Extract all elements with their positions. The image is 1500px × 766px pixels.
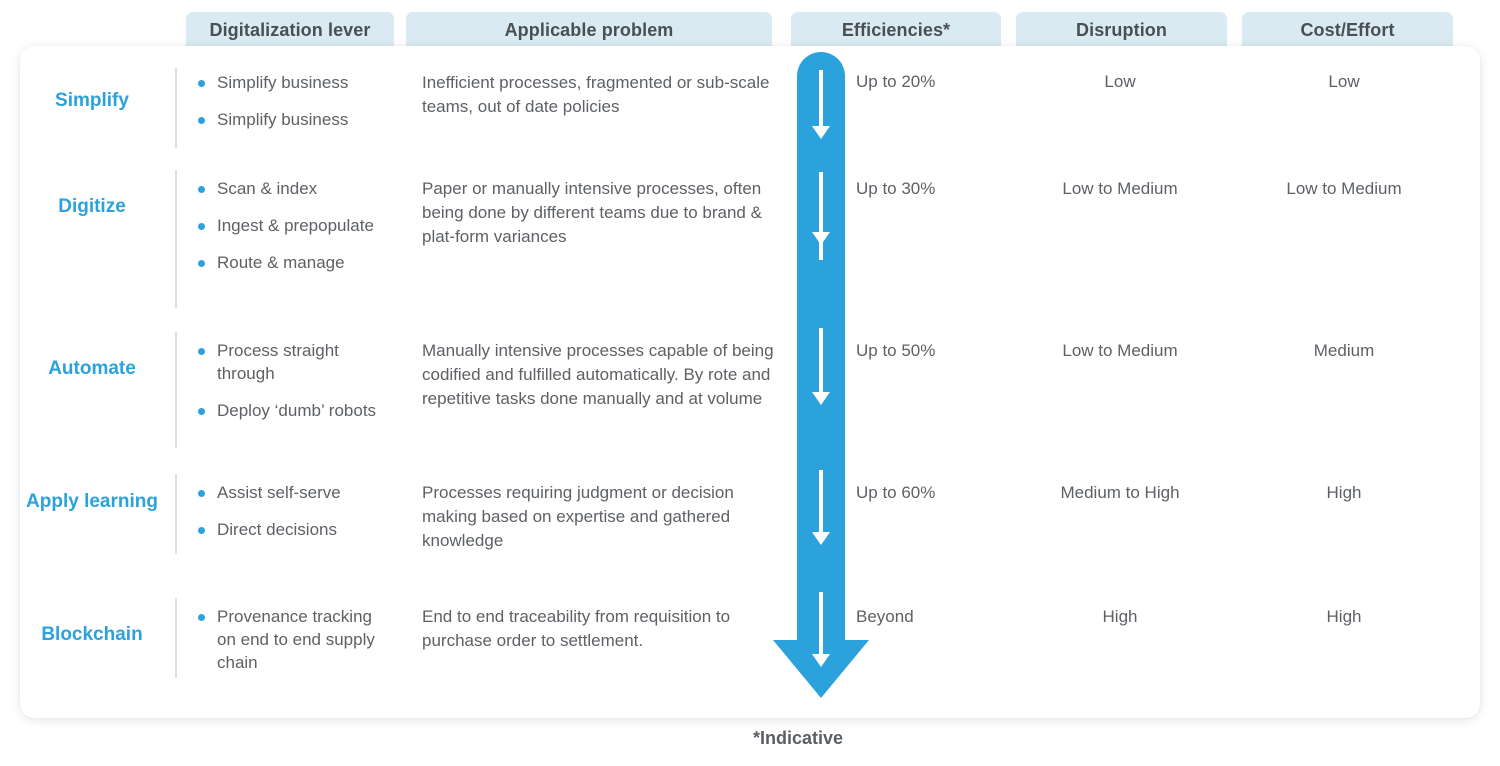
bullet-text: Deploy ‘dumb’ robots [217,401,377,420]
row-divider [175,474,177,554]
row-problem-text: Inefficient processes, fragmented or sub… [422,73,770,116]
row-cost-value: Low to Medium [1286,179,1402,198]
column-header-cost-effort: Cost/Effort [1242,12,1453,48]
bullet-dot-icon [198,614,205,621]
row-cost-value: High [1326,607,1362,626]
row-cost-value: Medium [1313,341,1375,360]
row-bullet-list: Process straight through Deploy ‘dumb’ r… [193,339,393,422]
bullet-text: Process straight through [217,341,339,383]
column-header-applicable-problem: Applicable problem [406,12,772,48]
row-lever-label: Simplify [55,90,129,111]
column-header-efficiencies: Efficiencies* [791,12,1001,48]
row-lever-label: Digitize [58,196,126,217]
column-header-label: Applicable problem [504,19,674,40]
row-efficiency-value: Up to 50% [856,341,936,360]
list-item: Simplify business [193,71,393,94]
footnote-text: *Indicative [752,728,844,748]
row-disruption-value: Low to Medium [1062,179,1178,198]
down-arrow-icon [819,470,823,536]
bullet-dot-icon [198,490,205,497]
down-arrow-icon [819,592,823,658]
down-arrow-icon [819,70,823,132]
bullet-text: Route & manage [217,253,345,272]
row-cost-value: Low [1328,72,1360,91]
row-efficiency-value: Up to 30% [856,179,936,198]
row-problem-text: Processes requiring judgment or decision… [422,483,734,550]
bullet-text: Assist self-serve [217,483,341,502]
row-problem-text: Paper or manually intensive processes, o… [422,179,762,246]
bullet-dot-icon [198,408,205,415]
list-item: Scan & index [193,177,393,200]
list-item: Assist self-serve [193,481,393,504]
bullet-dot-icon [198,80,205,87]
bullet-dot-icon [198,260,205,267]
bullet-dot-icon [198,348,205,355]
bullet-dot-icon [198,117,205,124]
row-disruption-value: Low to Medium [1062,341,1178,360]
row-bullet-list: Assist self-serve Direct decisions [193,481,393,541]
row-efficiency-value: Up to 20% [856,72,936,91]
bullet-text: Simplify business [217,110,349,129]
table-header-row: Digitalization lever Applicable problem … [0,12,1500,48]
down-arrow-icon [819,328,823,398]
row-efficiency-value: Up to 60% [856,483,936,502]
row-cost-value: High [1326,483,1362,502]
row-problem-text: Manually intensive processes capable of … [422,341,774,408]
row-bullet-list: Scan & index Ingest & prepopulate Route … [193,177,393,274]
list-item: Route & manage [193,251,393,274]
row-lever-label: Automate [48,358,136,379]
down-arrow-icon [812,126,830,139]
bullet-dot-icon [198,527,205,534]
row-lever-label: Apply learning [26,491,158,512]
row-disruption-value: Medium to High [1060,483,1180,502]
down-arrow-icon [812,232,830,245]
list-item: Process straight through [193,339,393,385]
down-arrow-icon [812,392,830,405]
row-divider [175,598,177,678]
bullet-text: Scan & index [217,179,318,198]
row-efficiency-value: Beyond [856,607,914,626]
column-header-label: Digitalization lever [209,19,371,40]
efficiency-arrow [773,52,927,712]
list-item: Provenance tracking on end to end supply… [193,605,393,674]
row-divider [175,68,177,148]
column-header-label: Efficiencies* [841,19,951,40]
row-bullet-list: Simplify business Simplify business [193,71,393,131]
list-item: Direct decisions [193,518,393,541]
list-item: Ingest & prepopulate [193,214,393,237]
bullet-text: Ingest & prepopulate [217,216,374,235]
bullet-text: Simplify business [217,73,349,92]
row-divider [175,332,177,448]
down-arrow-icon [812,532,830,545]
bullet-text: Direct decisions [217,520,337,539]
row-disruption-value: Low [1104,72,1136,91]
column-header-digitalization-lever: Digitalization lever [186,12,394,48]
down-arrow-icon [812,654,830,667]
column-header-label: Disruption [1076,19,1167,40]
row-disruption-value: High [1102,607,1138,626]
bullet-text: Provenance tracking on end to end supply… [217,607,375,672]
matrix-card [20,46,1480,718]
column-header-label: Cost/Effort [1300,19,1395,40]
footnote: *Indicative [0,728,1500,749]
column-header-disruption: Disruption [1016,12,1227,48]
row-divider [175,170,177,308]
list-item: Simplify business [193,108,393,131]
bullet-dot-icon [198,223,205,230]
bullet-dot-icon [198,186,205,193]
down-arrow-icon [819,172,823,260]
row-problem-text: End to end traceability from requisition… [422,607,731,650]
list-item: Deploy ‘dumb’ robots [193,399,393,422]
row-bullet-list: Provenance tracking on end to end supply… [193,605,393,674]
row-lever-label: Blockchain [41,624,143,645]
